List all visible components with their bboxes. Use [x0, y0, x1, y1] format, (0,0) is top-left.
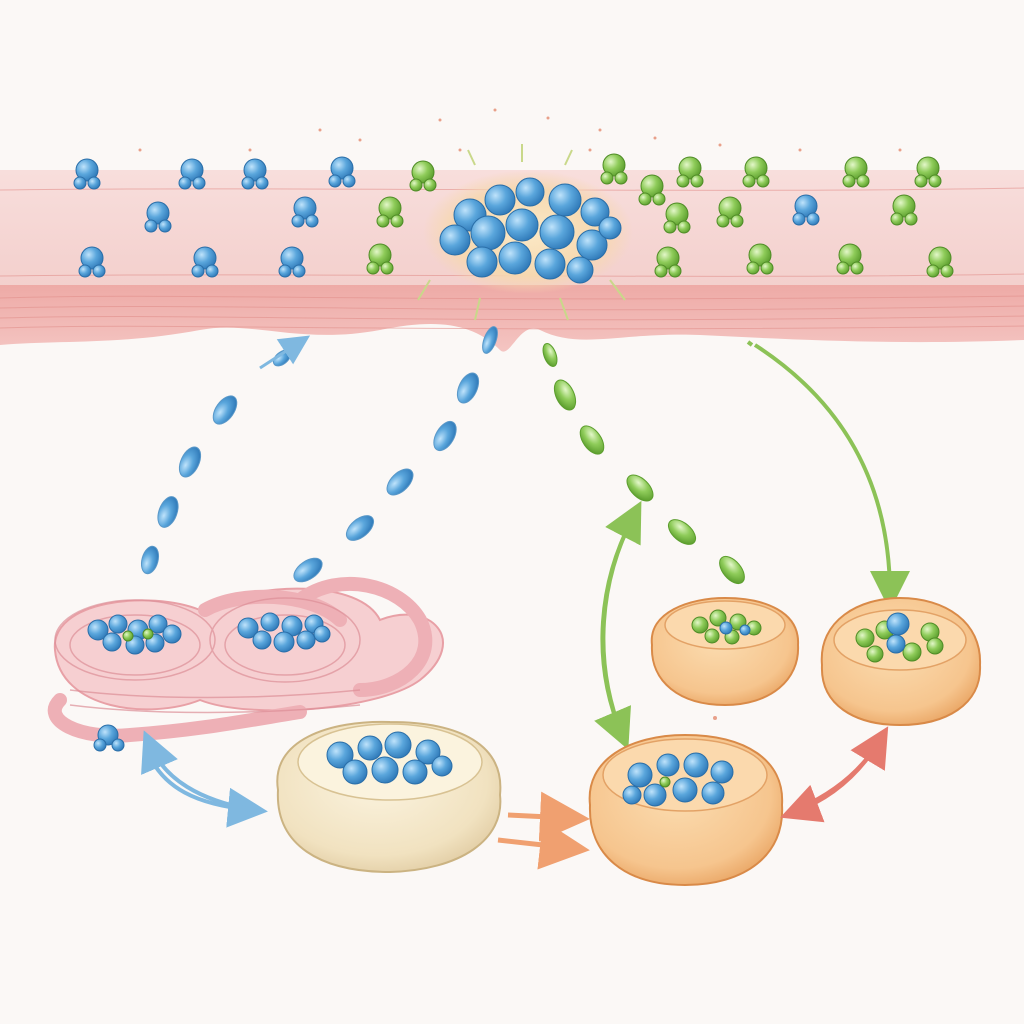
migration-arrows: [140, 326, 910, 750]
green-particle: [926, 246, 954, 278]
orange-node-green-dots: [659, 776, 671, 788]
green-particle: [600, 153, 628, 185]
blue-particle: [78, 246, 106, 278]
blue-particle: [278, 246, 306, 278]
green-arrow-right-tail: [746, 340, 754, 347]
orange-node-top-left: [650, 596, 800, 707]
red-arrow-up: [799, 726, 889, 810]
blue-particle: [241, 158, 269, 190]
particle-cluster: [417, 144, 633, 321]
blue-particle: [328, 156, 356, 188]
green-particle: [746, 243, 774, 275]
green-arrow-right: [753, 343, 910, 611]
green-particle: [890, 194, 918, 226]
orange-arrow-lower: [497, 819, 590, 870]
blue-trail-center: [293, 326, 498, 583]
blue-particle: [191, 246, 219, 278]
blue-particle: [144, 201, 172, 233]
orange-node-top-right: [820, 596, 982, 727]
orange-node-blue-dots: [719, 621, 751, 636]
green-particle: [663, 202, 691, 234]
orange-node-blue-cluster: [622, 752, 734, 807]
specks: [138, 108, 902, 720]
lymphatic-vessel-coils: [47, 576, 444, 752]
vessel-green-dots-left: [122, 628, 154, 642]
blue-arrow-to-vessel: [141, 730, 253, 812]
blue-particle: [291, 196, 319, 228]
blue-particles: [73, 156, 820, 278]
orange-lymph-nodes: [588, 596, 982, 887]
blue-arrow-up: [259, 335, 311, 370]
red-arrow-down: [780, 738, 882, 823]
green-particle: [366, 243, 394, 275]
green-particle: [676, 156, 704, 188]
green-particle: [654, 246, 682, 278]
orange-arrow-upper: [507, 791, 590, 842]
green-particles: [366, 153, 954, 278]
blue-particle: [178, 158, 206, 190]
blue-particle: [73, 158, 101, 190]
green-particle: [842, 156, 870, 188]
cluster-balls: [439, 177, 622, 284]
orange-node-bottom: [588, 733, 784, 887]
cream-node-cluster: [326, 731, 453, 785]
vessel-tubes: [47, 576, 433, 743]
blue-trail-left: [140, 349, 292, 575]
green-trail-center: [542, 343, 745, 585]
green-particle: [742, 156, 770, 188]
green-particle: [716, 196, 744, 228]
tissue-muscle-band: [0, 285, 1024, 352]
burst-rays: [417, 144, 626, 321]
vessel-blue-cluster-right: [237, 612, 331, 653]
vessel-blue-cluster-left: [87, 614, 182, 655]
green-particle: [409, 160, 437, 192]
vessel-lines: [54, 597, 361, 714]
cream-lymph-node: [276, 720, 502, 874]
green-particle: [376, 196, 404, 228]
vessel-exit-particle: [93, 724, 125, 752]
green-particle: [914, 156, 942, 188]
green-arrow-up: [601, 500, 642, 736]
blue-particle: [792, 194, 820, 226]
green-particle: [638, 174, 666, 206]
orange-node-blue-dots: [886, 612, 910, 654]
blue-arrow-to-cream-node: [143, 744, 268, 828]
orange-node-green-cluster: [691, 609, 762, 645]
node-arrows: [141, 726, 889, 870]
green-particle: [836, 243, 864, 275]
